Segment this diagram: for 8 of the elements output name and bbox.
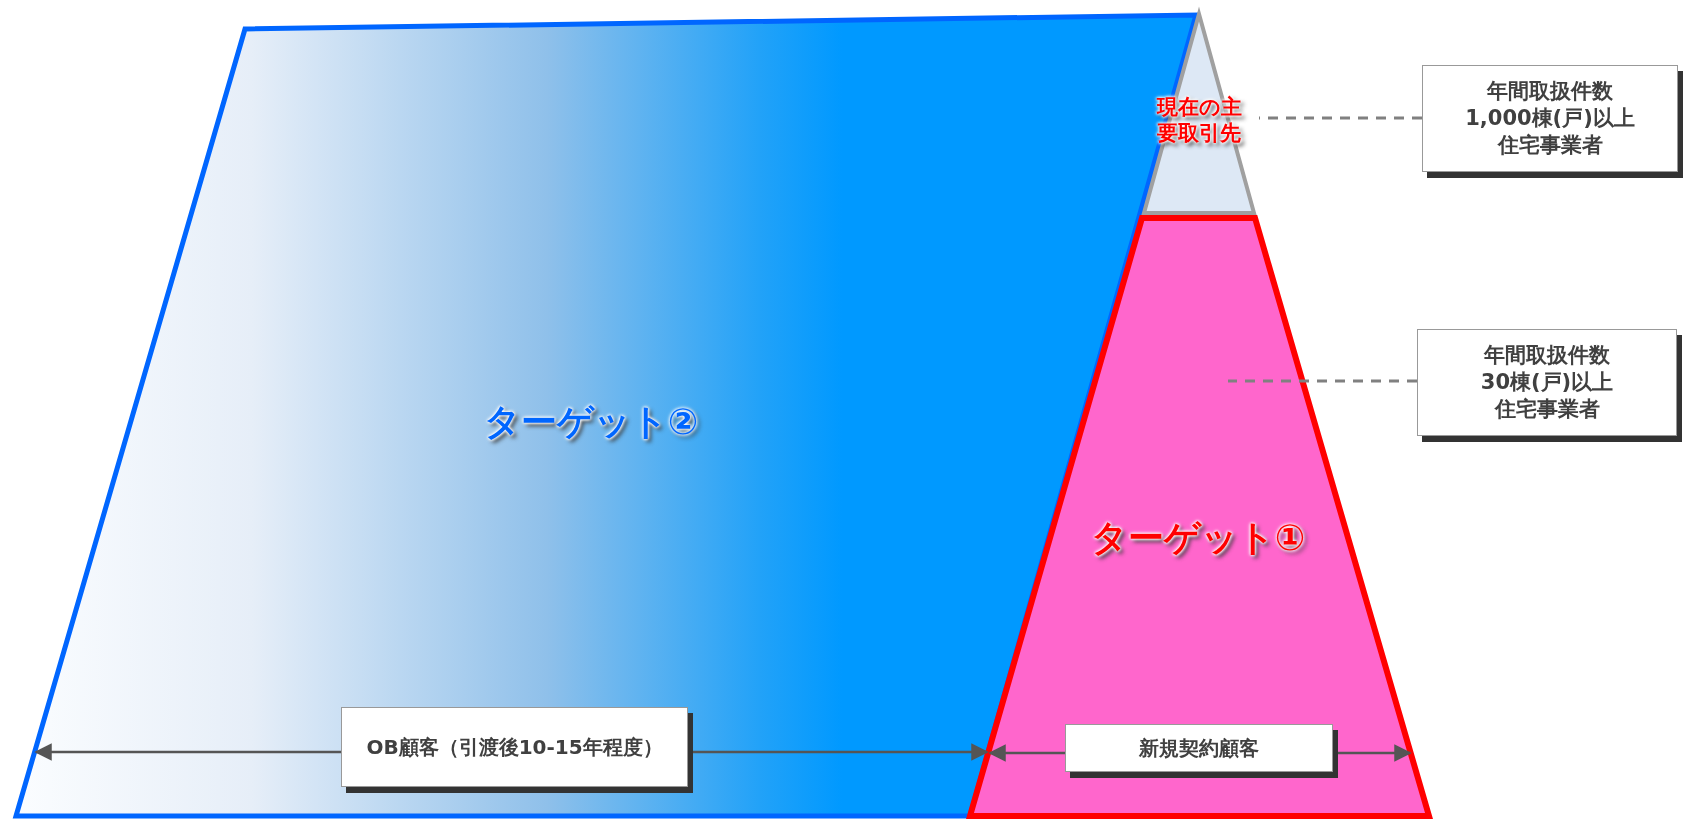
segment-label: ターゲット② (482, 399, 700, 444)
arrow (34, 743, 341, 761)
arrow (988, 744, 1065, 762)
trapezoid-area (966, 215, 1433, 819)
leader-line (1259, 116, 1422, 120)
leader-line (1228, 379, 1417, 383)
segment-label: ターゲット① (1089, 515, 1307, 560)
triangle-area (1139, 10, 1259, 215)
